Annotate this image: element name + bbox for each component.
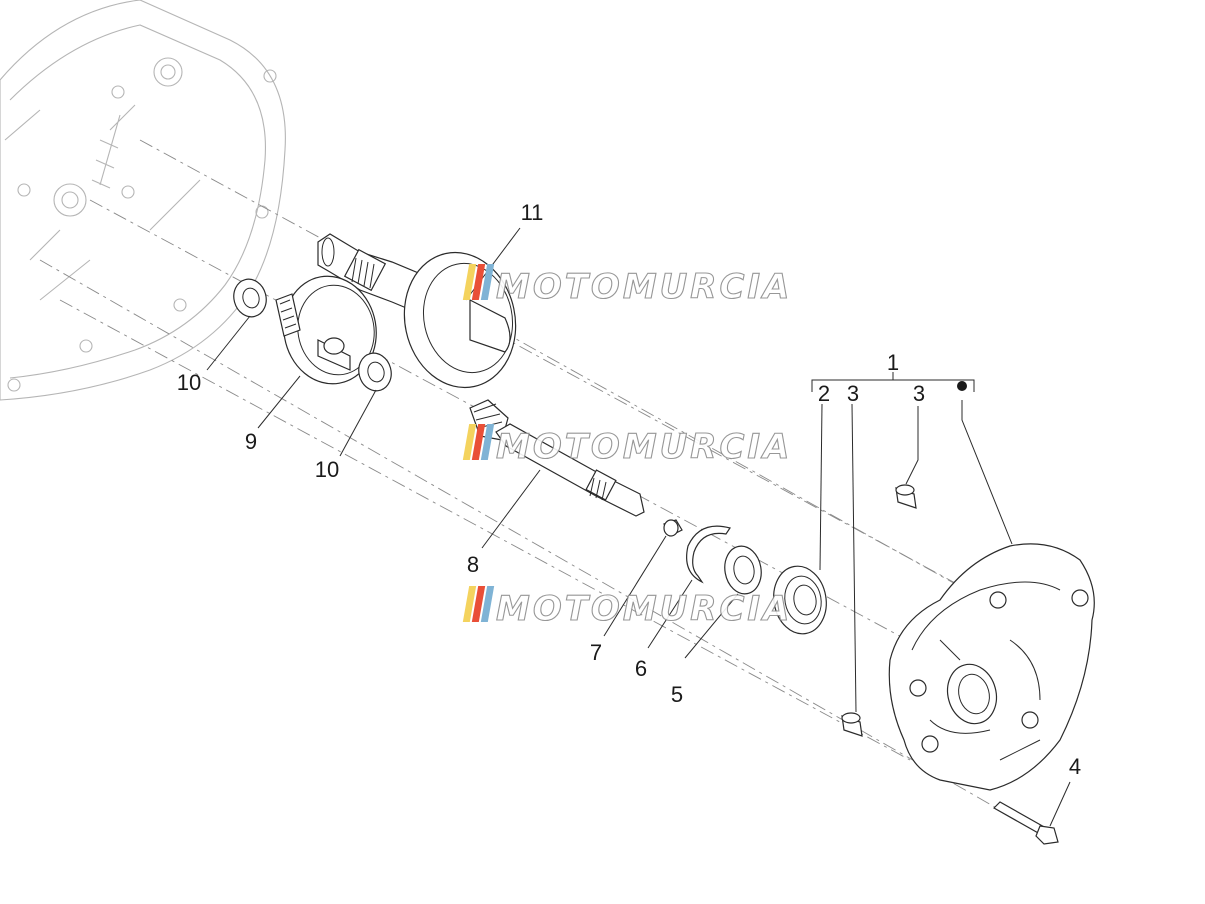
washer-part-10-b: [358, 352, 392, 392]
callout-3-second: 3: [913, 381, 925, 406]
bushing-part-7: [663, 519, 683, 537]
callout-4: 4: [1069, 754, 1081, 779]
dowel-pin-part-3-upper: [895, 484, 917, 509]
watermark-top: MOTOMURCIA: [462, 264, 792, 308]
watermark-bottom: MOTOMURCIA: [462, 586, 792, 630]
callout-7: 7: [590, 640, 602, 665]
leader-lines: [206, 227, 1071, 827]
callout-1: 1: [887, 350, 899, 375]
washer-part-10-a: [233, 278, 267, 318]
callout-3-first: 3: [847, 381, 859, 406]
watermark-text-middle: MOTOMURCIA: [496, 427, 792, 467]
dowel-pin-part-3-lower: [841, 712, 863, 737]
callout-11: 11: [521, 200, 544, 225]
callout-9: 9: [245, 429, 257, 454]
callout-8: 8: [467, 552, 479, 577]
gear-part-9: [275, 275, 377, 385]
bolt-part-4: [993, 801, 1059, 845]
callout-6: 6: [635, 656, 647, 681]
crankcase-ghost: [0, 0, 286, 401]
callout-10-right: 10: [315, 457, 339, 482]
oil-seal-part-5: [724, 545, 762, 595]
callout-2: 2: [818, 381, 830, 406]
watermark-middle: MOTOMURCIA: [462, 424, 792, 468]
watermark-text-top: MOTOMURCIA: [496, 267, 792, 307]
bearing-part-2: [773, 565, 827, 635]
watermark-text-bottom: MOTOMURCIA: [496, 589, 792, 629]
callout-5: 5: [671, 682, 683, 707]
callout-labels: 11 10 9 10 8 7 6 5 1 2 3 3 4: [177, 200, 1081, 779]
callout-10-left: 10: [177, 370, 201, 395]
circlip-part-6: [686, 525, 731, 584]
bullet-marker: [957, 381, 967, 391]
transmission-cover: [888, 543, 1095, 791]
